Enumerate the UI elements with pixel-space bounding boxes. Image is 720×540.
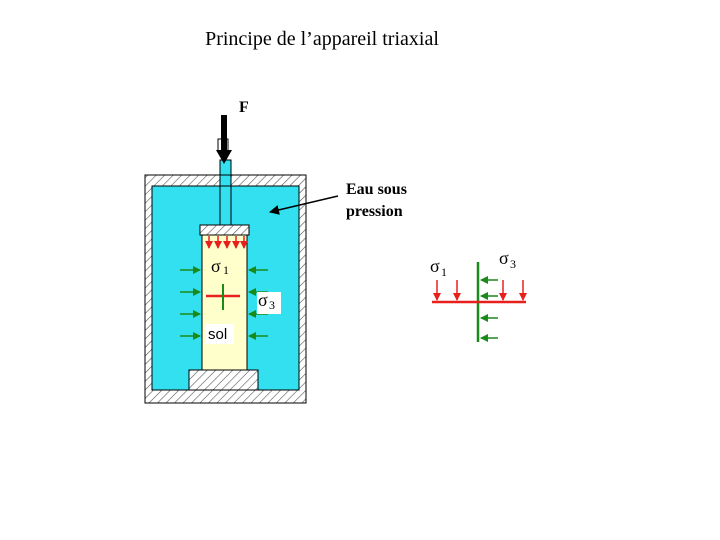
vertical-stress-arrows <box>205 236 248 249</box>
force-label: F <box>239 99 249 116</box>
water-pointer-arrow <box>269 195 339 215</box>
piston-rod <box>219 159 232 229</box>
bottom-base <box>188 369 259 391</box>
sigma1-label: σ 1 <box>209 254 235 277</box>
svg-text:3: 3 <box>510 257 516 271</box>
stress-detail <box>432 262 527 342</box>
svg-text:3: 3 <box>269 298 275 312</box>
sigma3-label: σ 3 <box>257 290 281 314</box>
detail-sigma1-label: σ 1 <box>430 256 447 279</box>
water-label-line2: pression <box>346 203 403 220</box>
svg-text:σ: σ <box>258 290 268 310</box>
svg-text:σ: σ <box>430 256 440 276</box>
lateral-stress-arrows-left <box>180 266 201 340</box>
svg-text:1: 1 <box>223 263 229 277</box>
stress-cross <box>206 284 240 310</box>
soil-label: sol <box>206 324 234 344</box>
top-cap <box>199 224 250 236</box>
page-title: Principe de l’appareil triaxial <box>205 28 439 50</box>
svg-text:σ: σ <box>211 256 221 276</box>
water-label-line1: Eau sous <box>346 181 407 198</box>
force-arrow <box>216 115 232 164</box>
svg-text:1: 1 <box>441 265 447 279</box>
svg-text:σ: σ <box>499 248 509 268</box>
svg-text:sol: sol <box>208 326 227 343</box>
detail-sigma3-label: σ 3 <box>499 248 516 271</box>
